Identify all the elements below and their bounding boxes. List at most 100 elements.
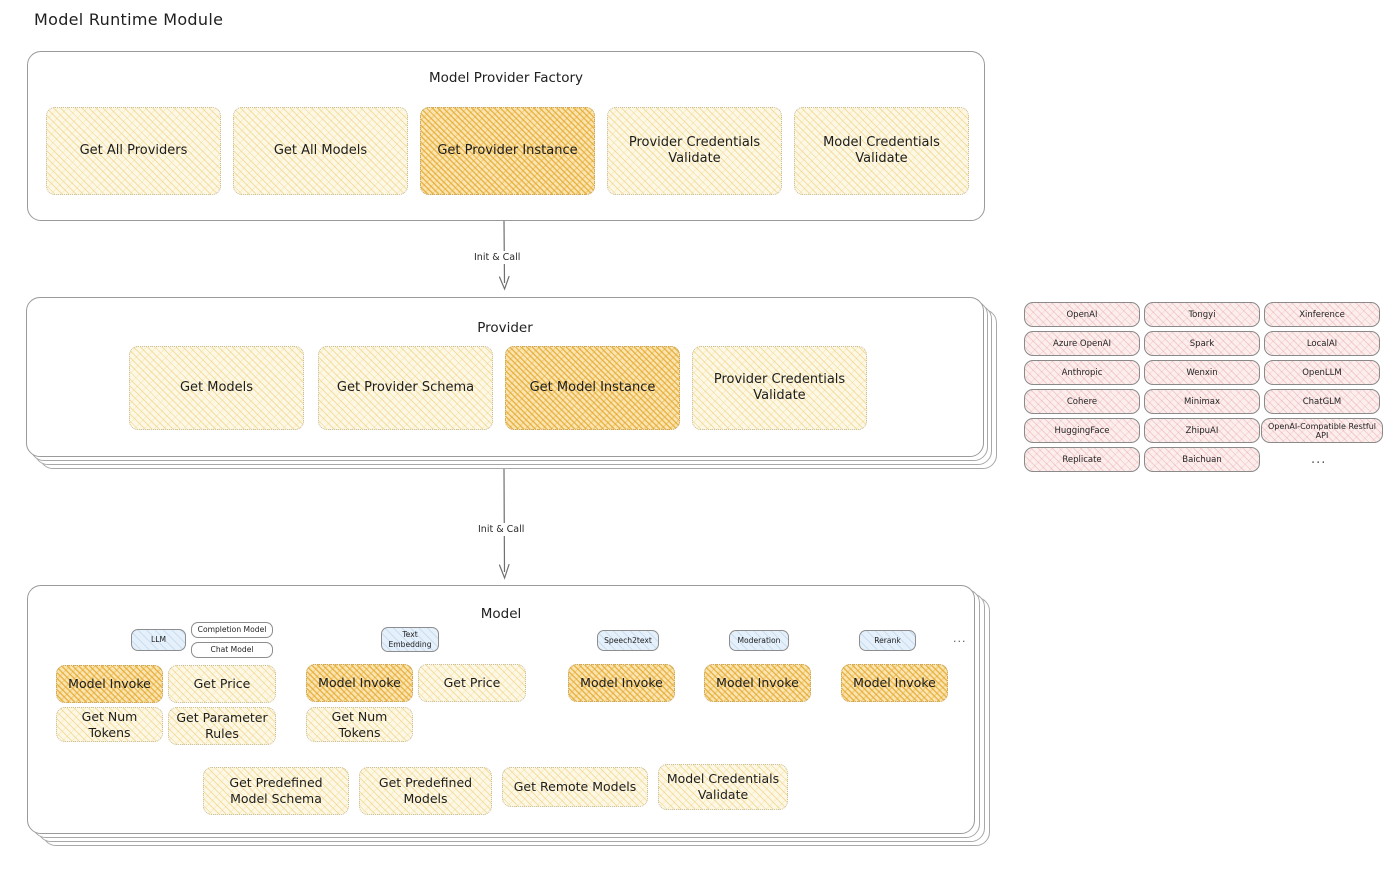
provider-chip-xinference[interactable]: Xinference: [1264, 302, 1380, 327]
model-group: Model LLM Completion Model Chat Model Mo…: [27, 585, 975, 834]
llm-method-get-num-tokens[interactable]: Get Num Tokens: [56, 707, 163, 742]
provider-chip-anthropic[interactable]: Anthropic: [1024, 360, 1140, 385]
node-label: Get Price: [443, 675, 501, 691]
llm-method-get-parameter-rules[interactable]: Get Parameter Rules: [168, 707, 276, 745]
node-label: Provider Credentials Validate: [713, 371, 846, 403]
arrow-label-init-and-call-2: Init & Call: [474, 523, 529, 536]
badge-label: Rerank: [874, 635, 901, 645]
provider-chip-huggingface[interactable]: HuggingFace: [1024, 418, 1140, 443]
provider-chip-label: Baichuan: [1182, 454, 1222, 465]
provider-group: Provider Get Models Get Provider Schema …: [26, 297, 984, 457]
badge-label: Text Embedding: [388, 630, 432, 649]
node-label: Model Invoke: [580, 675, 663, 691]
node-label: Get All Models: [273, 142, 368, 158]
model-shared-get-remote-models[interactable]: Get Remote Models: [502, 767, 648, 807]
provider-chip-label: OpenAI-Compatible Restful API: [1268, 421, 1376, 440]
provider-chip-azure-openai[interactable]: Azure OpenAI: [1024, 331, 1140, 356]
node-label: Get Num Tokens: [331, 708, 388, 740]
node-label: Get Model Instance: [529, 379, 656, 395]
model-subtype-badge-completion-model[interactable]: Completion Model: [191, 622, 273, 638]
node-label: Model Credentials Validate: [666, 771, 780, 802]
model-type-badge-speech2text[interactable]: Speech2text: [597, 630, 659, 651]
model-subtype-badge-chat-model[interactable]: Chat Model: [191, 642, 273, 658]
provider-node-get-provider-schema[interactable]: Get Provider Schema: [318, 346, 493, 430]
provider-chip-wenxin[interactable]: Wenxin: [1144, 360, 1260, 385]
node-label: Model Invoke: [716, 675, 799, 691]
model-types-more-ellipsis: ...: [953, 632, 967, 645]
node-label: Get Provider Instance: [437, 142, 578, 158]
badge-label: Moderation: [737, 635, 781, 645]
factory-node-model-credentials-validate[interactable]: Model Credentials Validate: [794, 107, 969, 195]
provider-chip-label: Replicate: [1062, 454, 1102, 465]
provider-chip-zhipuai[interactable]: ZhipuAI: [1144, 418, 1260, 443]
text-embedding-method-model-invoke[interactable]: Model Invoke: [306, 664, 413, 702]
model-shared-get-predefined-model-schema[interactable]: Get Predefined Model Schema: [203, 767, 349, 815]
factory-node-get-all-models[interactable]: Get All Models: [233, 107, 408, 195]
node-label: Get Remote Models: [513, 779, 637, 795]
provider-chip-label: Azure OpenAI: [1053, 338, 1111, 349]
provider-chip-label: HuggingFace: [1054, 425, 1110, 436]
llm-method-get-price[interactable]: Get Price: [168, 665, 276, 703]
node-label: Get All Providers: [79, 142, 188, 158]
provider-chip-label: Xinference: [1299, 309, 1345, 320]
moderation-method-model-invoke[interactable]: Model Invoke: [704, 664, 811, 702]
node-label: Get Provider Schema: [336, 379, 475, 395]
provider-chip-baichuan[interactable]: Baichuan: [1144, 447, 1260, 472]
badge-label: Speech2text: [604, 635, 652, 645]
model-shared-model-credentials-validate[interactable]: Model Credentials Validate: [658, 764, 788, 810]
provider-chip-openai-compatible-restful-api[interactable]: OpenAI-Compatible Restful API: [1261, 418, 1383, 443]
arrow-provider-to-model: [498, 468, 510, 580]
speech2text-method-model-invoke[interactable]: Model Invoke: [568, 664, 675, 702]
factory-node-get-all-providers[interactable]: Get All Providers: [46, 107, 221, 195]
model-type-badge-text-embedding[interactable]: Text Embedding: [381, 627, 439, 652]
provider-chip-minimax[interactable]: Minimax: [1144, 389, 1260, 414]
provider-chip-spark[interactable]: Spark: [1144, 331, 1260, 356]
provider-chip-cohere[interactable]: Cohere: [1024, 389, 1140, 414]
provider-node-get-models[interactable]: Get Models: [129, 346, 304, 430]
provider-chip-label: OpenLLM: [1302, 367, 1342, 378]
provider-chip-label: ChatGLM: [1302, 396, 1342, 407]
provider-chip-openai[interactable]: OpenAI: [1024, 302, 1140, 327]
provider-chip-replicate[interactable]: Replicate: [1024, 447, 1140, 472]
node-label: Model Invoke: [318, 675, 401, 691]
provider-chip-label: OpenAI: [1066, 309, 1098, 320]
provider-chip-label: Cohere: [1066, 396, 1098, 407]
factory-node-get-provider-instance[interactable]: Get Provider Instance: [420, 107, 595, 195]
provider-chip-label: Tongyi: [1188, 309, 1216, 320]
badge-label: LLM: [150, 635, 166, 645]
provider-chip-label: Spark: [1189, 338, 1215, 349]
provider-chip-label: ZhipuAI: [1185, 425, 1219, 436]
rerank-method-model-invoke[interactable]: Model Invoke: [841, 664, 948, 702]
factory-title: Model Provider Factory: [428, 70, 583, 86]
node-label: Get Models: [179, 379, 254, 395]
provider-chip-label: Minimax: [1184, 396, 1220, 407]
model-type-badge-llm[interactable]: LLM: [131, 629, 186, 651]
badge-label: Completion Model: [197, 625, 267, 635]
node-label: Provider Credentials Validate: [628, 134, 761, 166]
provider-chip-chatglm[interactable]: ChatGLM: [1264, 389, 1380, 414]
node-label: Model Credentials Validate: [823, 134, 940, 166]
node-label: Get Parameter Rules: [176, 710, 268, 741]
page-title: Model Runtime Module: [34, 10, 224, 29]
provider-chip-label: LocalAI: [1306, 338, 1338, 349]
node-label: Get Num Tokens: [81, 708, 138, 740]
model-provider-factory-group: Model Provider Factory Get All Providers…: [27, 51, 985, 221]
llm-method-model-invoke[interactable]: Model Invoke: [56, 665, 163, 703]
provider-node-get-model-instance[interactable]: Get Model Instance: [505, 346, 680, 430]
model-type-badge-moderation[interactable]: Moderation: [729, 630, 789, 651]
model-type-badge-rerank[interactable]: Rerank: [859, 630, 916, 651]
provider-chip-label: Anthropic: [1061, 367, 1103, 378]
node-label: Get Price: [193, 676, 251, 692]
node-label: Get Predefined Models: [378, 775, 473, 806]
factory-node-provider-credentials-validate[interactable]: Provider Credentials Validate: [607, 107, 782, 195]
provider-chip-tongyi[interactable]: Tongyi: [1144, 302, 1260, 327]
text-embedding-method-get-price[interactable]: Get Price: [418, 664, 526, 702]
text-embedding-method-get-num-tokens[interactable]: Get Num Tokens: [306, 707, 413, 742]
model-shared-get-predefined-models[interactable]: Get Predefined Models: [359, 767, 492, 815]
provider-chip-localai[interactable]: LocalAI: [1264, 331, 1380, 356]
provider-chip-openllm[interactable]: OpenLLM: [1264, 360, 1380, 385]
provider-node-provider-credentials-validate[interactable]: Provider Credentials Validate: [692, 346, 867, 430]
provider-list-more-ellipsis: ...: [1311, 452, 1327, 467]
provider-title: Provider: [477, 320, 533, 336]
